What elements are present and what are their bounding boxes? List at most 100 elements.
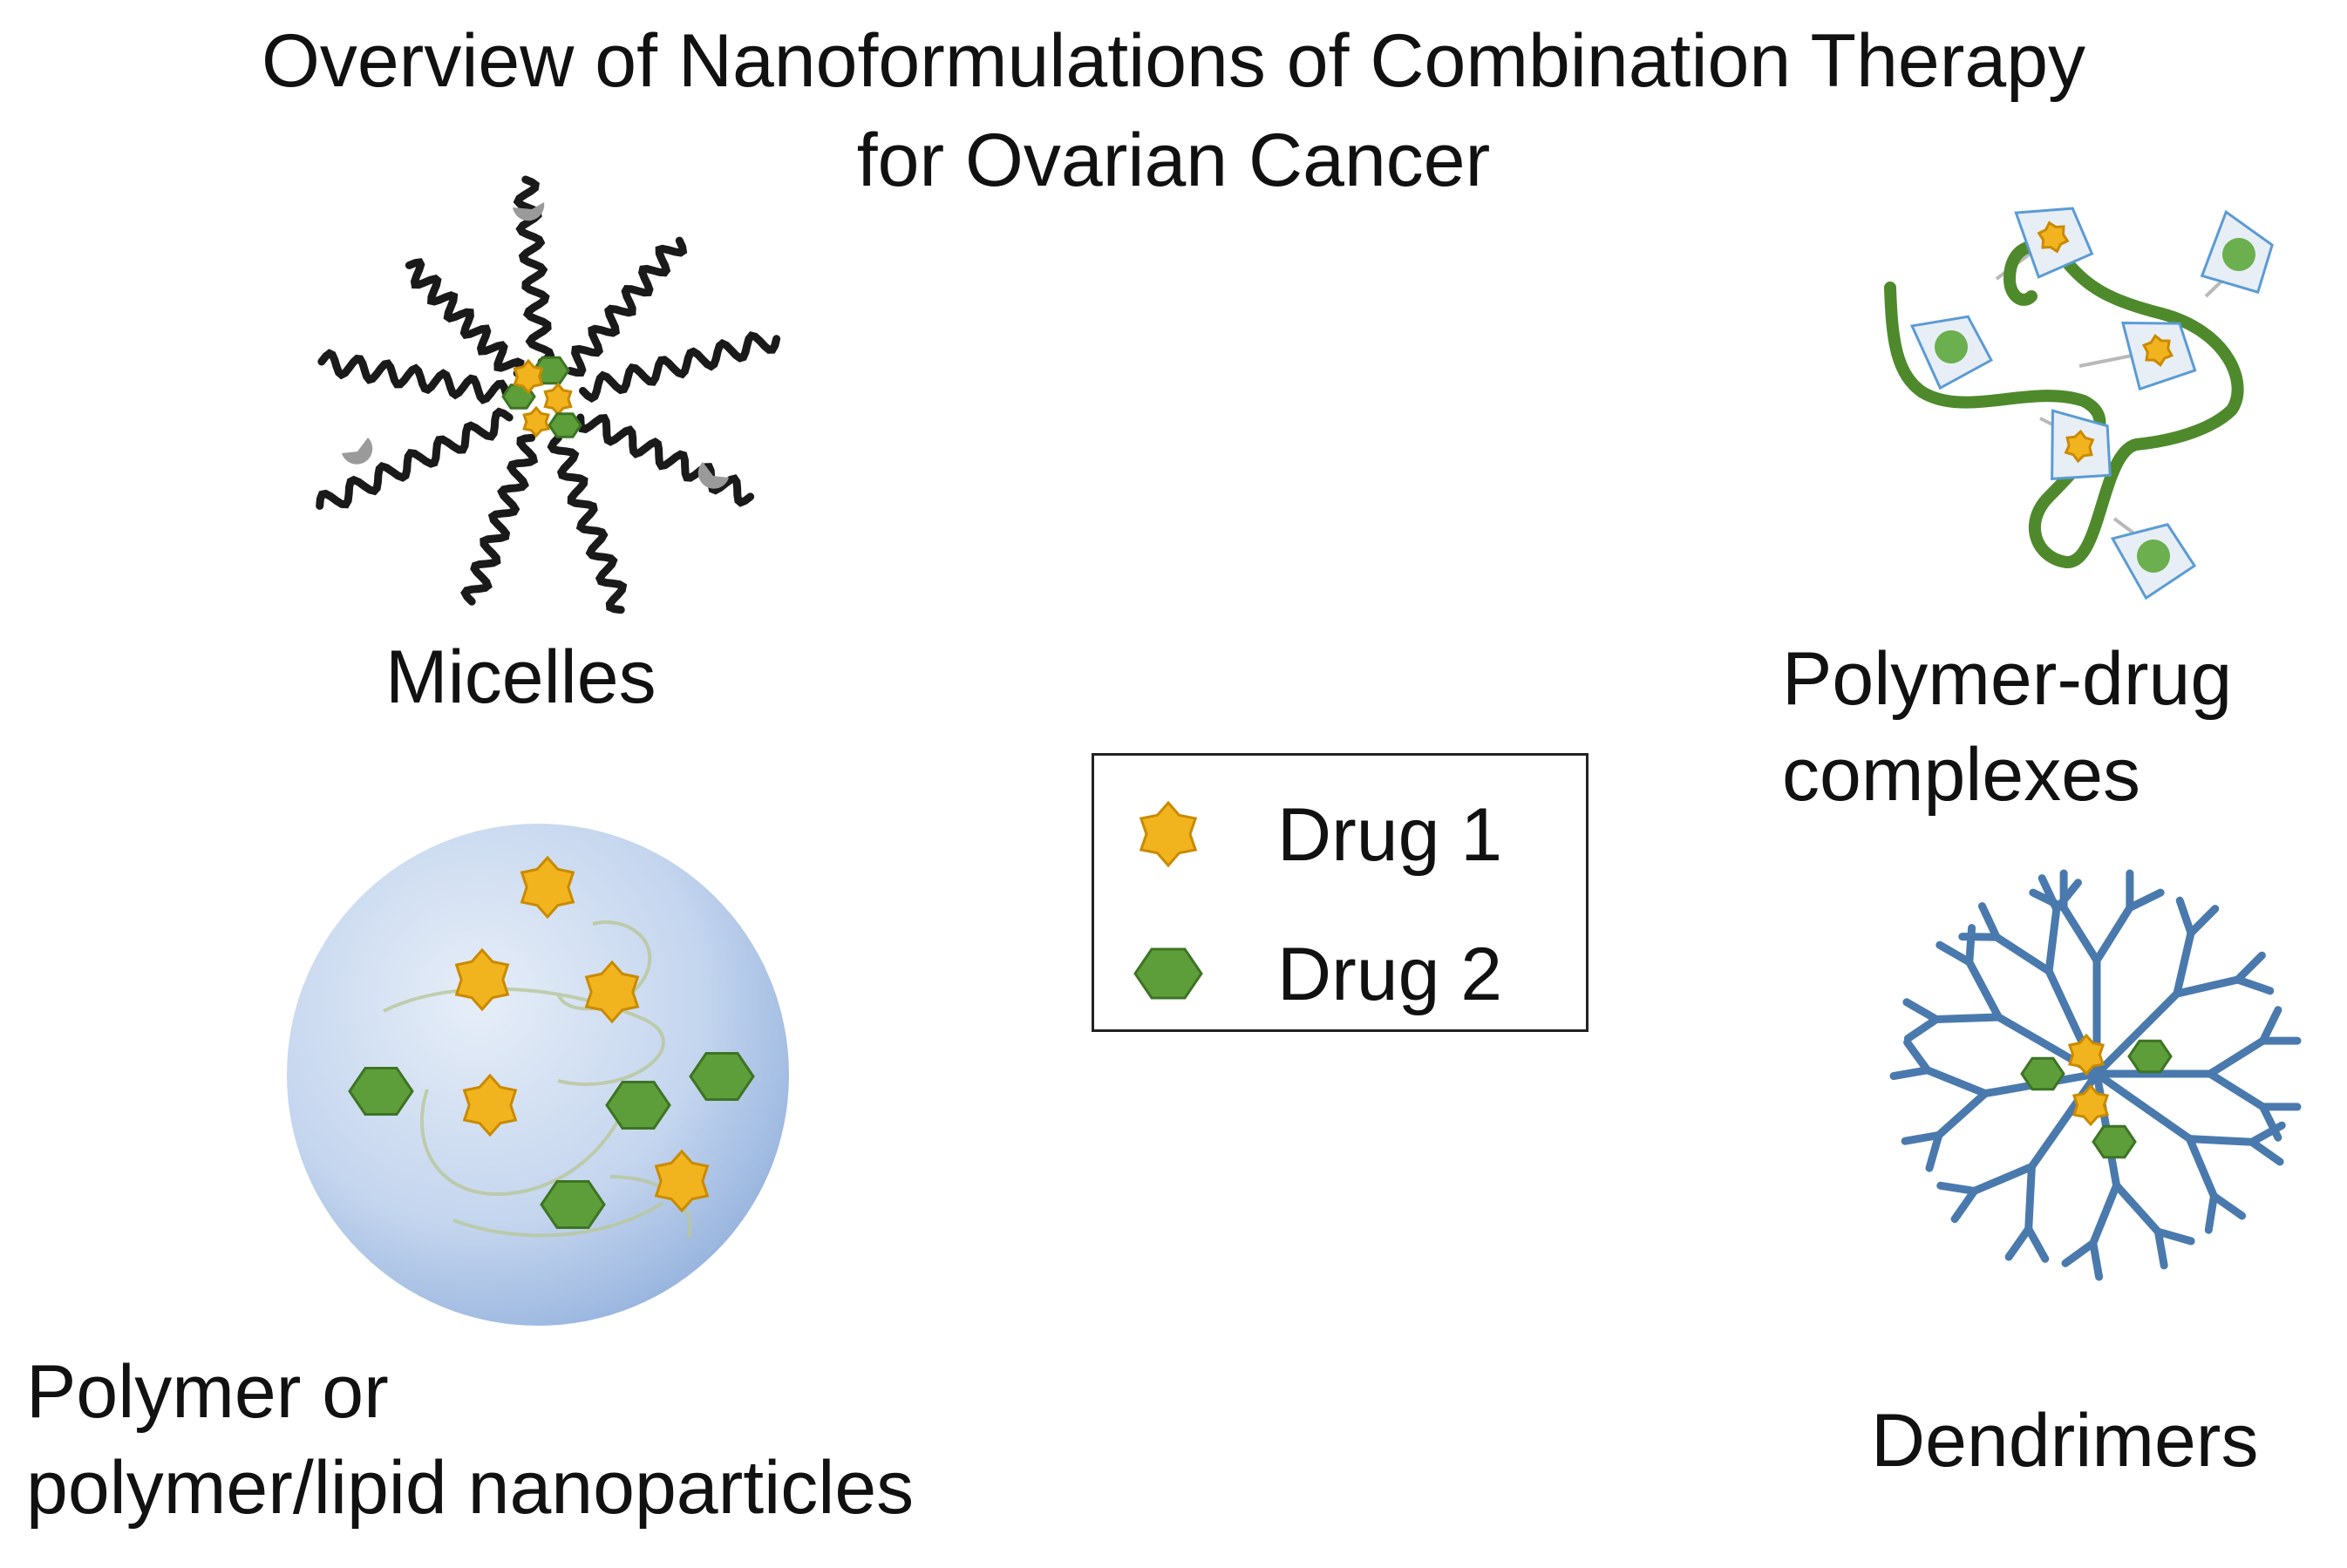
drug-conjugate <box>2200 209 2274 295</box>
dendrimer-branch <box>1950 1186 1979 1224</box>
drug1-star-icon <box>584 960 640 1024</box>
dendrimer-branch <box>1970 1163 2036 1195</box>
drug-conjugate <box>2120 321 2197 391</box>
micelle-chain <box>579 331 781 404</box>
micelle-chain <box>316 407 514 510</box>
dendrimer-branch <box>1902 998 1941 1023</box>
micelle-chain <box>317 349 511 404</box>
title-line-2: for Ovarian Cancer <box>856 118 1491 202</box>
dendrimer-branch <box>2024 1163 2036 1233</box>
label-polymer-drug-line-1: Polymer-drug <box>1782 637 2233 721</box>
ligand-icon <box>513 202 545 221</box>
drug1-star-icon <box>1139 800 1198 868</box>
micelle-illustration <box>316 175 781 614</box>
drug2-hexagon-icon <box>2020 1056 2065 1091</box>
dendrimer-branch <box>2186 1135 2256 1146</box>
dendrimer-branch <box>2186 1135 2218 1200</box>
drug2-hexagon-icon <box>548 412 582 438</box>
dendrimer-branch <box>2089 1181 2121 1247</box>
label-micelles: Micelles <box>385 635 656 719</box>
dendrimer-branch <box>2126 888 2165 912</box>
label-polymer-drug: Polymer-drug complexes <box>1782 631 2232 823</box>
dendrimer-branch <box>2153 1227 2195 1246</box>
nanoparticle-sphere <box>287 824 789 1326</box>
diagram-title: Overview of Nanoformulations of Combinat… <box>0 12 2347 210</box>
drug1-star-icon <box>543 382 573 417</box>
label-nanoparticles: Polymer or polymer/lipid nanoparticles <box>26 1344 914 1536</box>
micelle-chains <box>316 175 781 614</box>
dendrimer-branch <box>2175 896 2195 937</box>
dendrimer-branch <box>1965 958 2003 1022</box>
dendrimer-branch <box>2209 1191 2247 1220</box>
drug2-hexagon-icon <box>689 1052 755 1101</box>
dendrimer-branch <box>1903 1038 1932 1075</box>
title-line-1: Overview of Nanoformulations of Combinat… <box>261 19 2086 103</box>
nanoparticle-illustration <box>287 824 789 1326</box>
drug2-hexagon-icon <box>540 1180 606 1229</box>
dendrimer-branches <box>1889 869 2302 1281</box>
micelle-chain <box>405 258 525 377</box>
drug2-icon <box>2222 238 2255 271</box>
dendrimer-branch <box>2024 1225 2050 1263</box>
dendrimer-branch <box>2027 1069 2101 1171</box>
drug2-icon <box>2137 540 2170 573</box>
dendrimer-branch <box>2092 903 2134 965</box>
polymer-strands <box>383 920 692 1239</box>
drug2-icon <box>1935 330 1968 363</box>
dendrimer-branch <box>1923 1066 1990 1098</box>
legend-item-drug2: Drug 2 <box>1094 913 1586 1035</box>
dendrimer-branch <box>1901 1130 1943 1145</box>
drug1-star-icon <box>2037 221 2070 254</box>
drug-conjugate <box>2014 207 2094 279</box>
dendrimer-branch <box>1932 1013 2003 1023</box>
dendrimer-branch <box>2059 903 2101 965</box>
drug1-star-icon <box>654 1149 710 1213</box>
dendrimer-branch <box>2206 1069 2268 1111</box>
dendrimer-branch <box>1925 1130 1943 1172</box>
dendrimer-branch <box>1903 1015 1941 1042</box>
dendrimer-branch <box>2234 975 2275 995</box>
dendrimer-branch <box>2092 989 2181 1078</box>
dendrimer-branch <box>1992 933 2053 975</box>
drug1-star-icon <box>454 947 510 1012</box>
label-dendrimers: Dendrimers <box>1871 1399 2259 1483</box>
polymer-drug-complex-illustration <box>1884 207 2274 601</box>
ligand-icon <box>342 438 373 465</box>
nanoparticle-drugs <box>348 855 755 1229</box>
dendrimer-branch <box>2092 1069 2194 1144</box>
drug2-hexagon-icon <box>605 1081 671 1130</box>
micelle-chain <box>566 236 688 377</box>
drug-conjugate <box>1909 315 1993 390</box>
micelle-chain <box>460 433 539 606</box>
drug1-star-icon <box>2071 1083 2110 1127</box>
micelle-core <box>501 356 582 438</box>
label-polymer-drug-line-2: complexes <box>1782 733 2141 818</box>
legend: Drug 1 Drug 2 <box>1092 753 1588 1032</box>
dendrimer-branch <box>2204 1191 2218 1234</box>
dendrimer-branch <box>2153 1227 2168 1270</box>
dendrimer-branch <box>1936 1181 1979 1195</box>
drug1-star-icon <box>462 1073 518 1137</box>
drug1-star-icon <box>2064 429 2095 464</box>
dendrimer-branch <box>2187 905 2220 937</box>
drug1-star-icon <box>513 358 544 395</box>
legend-item-drug1: Drug 1 <box>1094 773 1586 895</box>
dendrimer-branch <box>2248 1137 2284 1166</box>
dendrimer-branch <box>1958 933 2001 941</box>
legend-label-drug1: Drug 1 <box>1277 793 1503 877</box>
dendrimer-branch <box>1889 1066 1932 1081</box>
polymer-backbone <box>1884 240 2244 568</box>
drug2-hexagon-icon <box>2127 1039 2173 1074</box>
legend-label-drug2: Drug 2 <box>1277 933 1503 1016</box>
drug2-hexagon-icon <box>1133 947 1203 1000</box>
dendrimer-branch <box>2037 874 2061 913</box>
drug2-hexagon-icon <box>348 1067 414 1116</box>
drug1-star-icon <box>2067 1033 2105 1076</box>
dendrimer-branch <box>1978 902 2001 941</box>
ligand-icon <box>697 462 729 489</box>
dendrimer-branch <box>2089 1239 2104 1281</box>
dendrimer-branch <box>2248 1121 2286 1146</box>
dendrimer-branch <box>2206 1036 2268 1078</box>
dendrimer-branch <box>1935 940 1974 967</box>
